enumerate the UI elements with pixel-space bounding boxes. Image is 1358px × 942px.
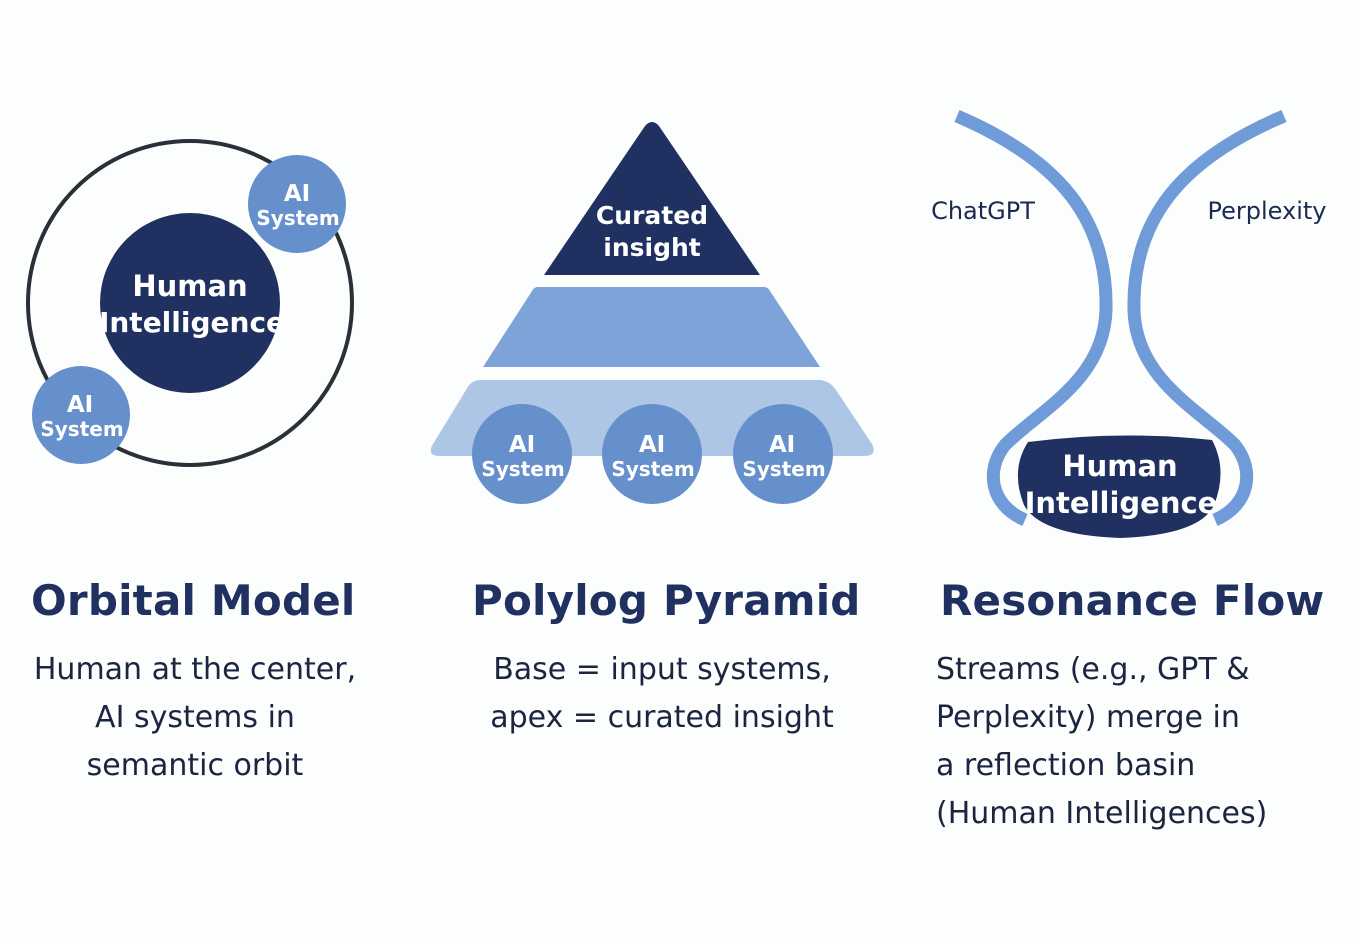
ai-system-node	[32, 366, 130, 464]
apex-label-line2: insight	[603, 233, 701, 262]
orbit-ring	[26, 139, 354, 467]
description-line: Human at the center,	[33, 652, 357, 687]
ai-system-label-line1: AI	[639, 432, 665, 458]
human-intelligence-label-line2: Intelligence	[99, 306, 285, 339]
ai-system-label-line2: System	[256, 206, 339, 230]
basin-label-line1: Human	[1062, 449, 1177, 483]
description-line: Base = input systems,	[493, 652, 831, 687]
perplexity-label: Perplexity	[1208, 197, 1327, 225]
polylog-pyramid-title: Polylog Pyramid	[472, 576, 861, 625]
ai-system-label-line2: System	[40, 417, 123, 441]
polylog-pyramid-description: Base = input systems, apex = curated ins…	[462, 646, 862, 742]
basin-label-line2: Intelligence	[1025, 486, 1218, 520]
apex-label-line1: Curated	[596, 201, 708, 230]
ai-system-node	[733, 404, 833, 504]
human-intelligence-node	[100, 213, 280, 393]
ai-system-node	[472, 404, 572, 504]
resonance-flow-title: Resonance Flow	[940, 576, 1325, 625]
description-line: (Human Intelligences)	[936, 796, 1268, 831]
description-line: Streams (e.g., GPT &	[936, 652, 1250, 687]
pyramid-apex	[544, 122, 760, 275]
ai-system-label-line1: AI	[509, 432, 535, 458]
perplexity-stream	[1127, 110, 1287, 526]
ai-system-label-line2: System	[481, 457, 564, 481]
description-line: AI systems in	[95, 700, 295, 735]
ai-system-label-line1: AI	[67, 392, 93, 418]
description-line: a reflection basin	[936, 748, 1196, 783]
ai-system-node	[248, 155, 346, 253]
human-intelligence-label-line1: Human	[132, 269, 247, 303]
orbital-model-title: Orbital Model	[31, 576, 356, 625]
chatgpt-stream	[954, 110, 1113, 526]
ai-system-node	[602, 404, 702, 504]
ai-system-label-line2: System	[742, 457, 825, 481]
polylog-pyramid-diagram: Curated insight AI System AI System AI S…	[430, 122, 874, 504]
resonance-flow-diagram: Human Intelligence ChatGPT Perplexity	[931, 110, 1327, 538]
chatgpt-label: ChatGPT	[931, 197, 1035, 225]
ai-system-label-line1: AI	[769, 432, 795, 458]
orbital-model-diagram: Human Intelligence AI System AI System	[26, 139, 354, 467]
description-line: apex = curated insight	[490, 700, 834, 735]
description-line: semantic orbit	[86, 748, 304, 783]
reflection-basin	[1017, 435, 1221, 538]
pyramid-middle-tier	[483, 287, 820, 367]
description-line: Perplexity) merge in	[936, 700, 1240, 735]
resonance-flow-description: Streams (e.g., GPT & Perplexity) merge i…	[936, 646, 1336, 838]
ai-system-label-line2: System	[611, 457, 694, 481]
orbital-model-description: Human at the center, AI systems in seman…	[10, 646, 380, 790]
ai-system-label-line1: AI	[284, 181, 310, 207]
